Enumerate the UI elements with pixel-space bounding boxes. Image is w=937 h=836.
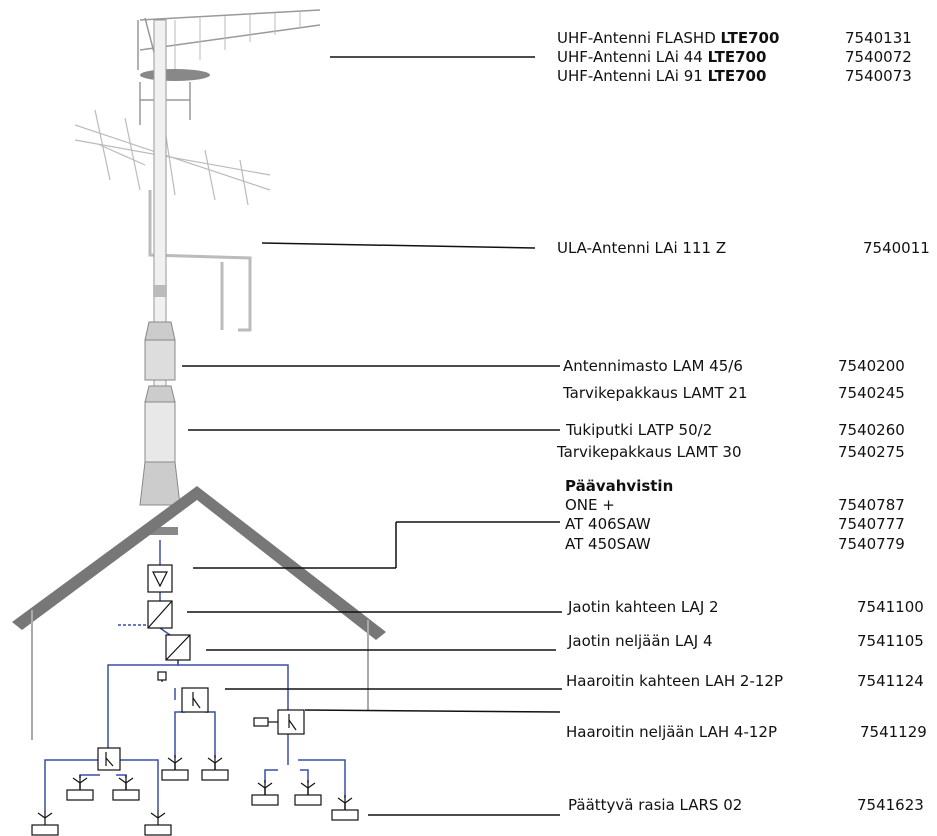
uhf-lai44-label: UHF-Antenni LAi 44 LTE700 (557, 48, 767, 66)
amp-one-code: 7540787 (838, 496, 905, 514)
tap-4-icon (97, 709, 305, 771)
uhf-flashd-code: 7540131 (845, 29, 912, 47)
kit21-label: Tarvikepakkaus LAMT 21 (563, 384, 748, 402)
splitter-4-icon (157, 634, 191, 682)
amplifier-icon (147, 564, 173, 593)
uhf-lai91-code: 7540073 (845, 67, 912, 85)
ula-code: 7540011 (863, 239, 930, 257)
mast-label: Antennimasto LAM 45/6 (563, 357, 743, 375)
roof-icon (12, 486, 386, 740)
kit30-code: 7540275 (838, 443, 905, 461)
tap4-label: Haaroitin neljään LAH 4-12P (566, 723, 777, 741)
tap-2-icon (181, 687, 209, 713)
outlet-code: 7541623 (857, 796, 924, 814)
pipe-code: 7540260 (838, 421, 905, 439)
amplifier-heading: Päävahvistin (565, 477, 674, 495)
outlet-label: Päättyvä rasia LARS 02 (568, 796, 743, 814)
yagi-antenna-icon (74, 109, 271, 206)
splitter-2-icon (147, 600, 173, 629)
amp-one-label: ONE + (565, 496, 615, 514)
splitter2-code: 7541100 (857, 598, 924, 616)
kit21-code: 7540245 (838, 384, 905, 402)
ula-label: ULA-Antenni LAi 111 Z (557, 239, 727, 257)
uhf-lai44-code: 7540072 (845, 48, 912, 66)
fm-antenna-icon (148, 190, 252, 332)
splitter4-label: Jaotin neljään LAJ 4 (568, 632, 713, 650)
tap4-code: 7541129 (860, 723, 927, 741)
outlet-icons (31, 755, 359, 836)
amp-450-label: AT 450SAW (565, 535, 651, 553)
mast-code: 7540200 (838, 357, 905, 375)
amp-406-label: AT 406SAW (565, 515, 651, 533)
uhf-lai91-label: UHF-Antenni LAi 91 LTE700 (557, 67, 767, 85)
mast-icon (139, 19, 181, 535)
tap2-code: 7541124 (857, 672, 924, 690)
splitter2-label: Jaotin kahteen LAJ 2 (568, 598, 719, 616)
pipe-label: Tukiputki LATP 50/2 (566, 421, 713, 439)
splitter4-code: 7541105 (857, 632, 924, 650)
leader-lines (182, 56, 562, 816)
tap2-label: Haaroitin kahteen LAH 2-12P (566, 672, 784, 690)
amp-406-code: 7540777 (838, 515, 905, 533)
amp-450-code: 7540779 (838, 535, 905, 553)
uhf-flashd-label: UHF-Antenni FLASHD LTE700 (557, 29, 780, 47)
kit30-label: Tarvikepakkaus LAMT 30 (557, 443, 742, 461)
